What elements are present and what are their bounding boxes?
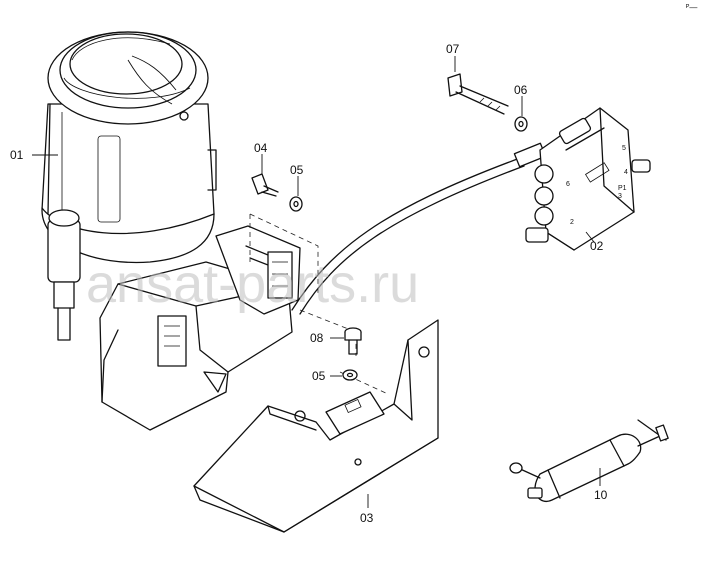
grease-gun	[509, 419, 669, 502]
callout-07: 07	[446, 42, 460, 56]
bolt-04	[251, 173, 279, 197]
pump-assembly	[41, 31, 301, 431]
watermark: ansat-parts.ru	[86, 254, 419, 314]
bolt-07	[447, 73, 509, 115]
mounting-bracket	[193, 319, 439, 533]
callout-03: 03	[360, 511, 374, 525]
distributor-block: 5 6 4 3 2 P1	[525, 107, 651, 251]
washer-05-lower	[342, 369, 358, 381]
callout-06: 06	[514, 83, 528, 97]
callout-01: 01	[10, 148, 24, 162]
leader-lines	[32, 56, 601, 508]
callout-05-lower: 05	[312, 369, 326, 383]
bolt-08	[344, 327, 362, 355]
block-mark-2: 2	[570, 219, 574, 226]
callout-08: 08	[310, 331, 324, 345]
lubrication-hose	[291, 142, 547, 315]
corner-mark: ᴾ—	[686, 3, 697, 12]
callout-05-upper: 05	[290, 163, 304, 177]
callout-10: 10	[594, 488, 608, 502]
block-mark-6: 6	[566, 181, 570, 188]
callout-04: 04	[254, 141, 268, 155]
assembly-line-upper	[249, 213, 319, 296]
block-mark-4: 4	[624, 169, 628, 176]
callout-02: 02	[590, 239, 604, 253]
assembly-line-lower	[299, 309, 389, 395]
washer-06	[514, 116, 528, 132]
washer-05-upper	[289, 196, 303, 212]
block-mark-p1: P1	[618, 185, 627, 192]
block-mark-3: 3	[618, 193, 622, 200]
block-mark-5: 5	[622, 145, 626, 152]
